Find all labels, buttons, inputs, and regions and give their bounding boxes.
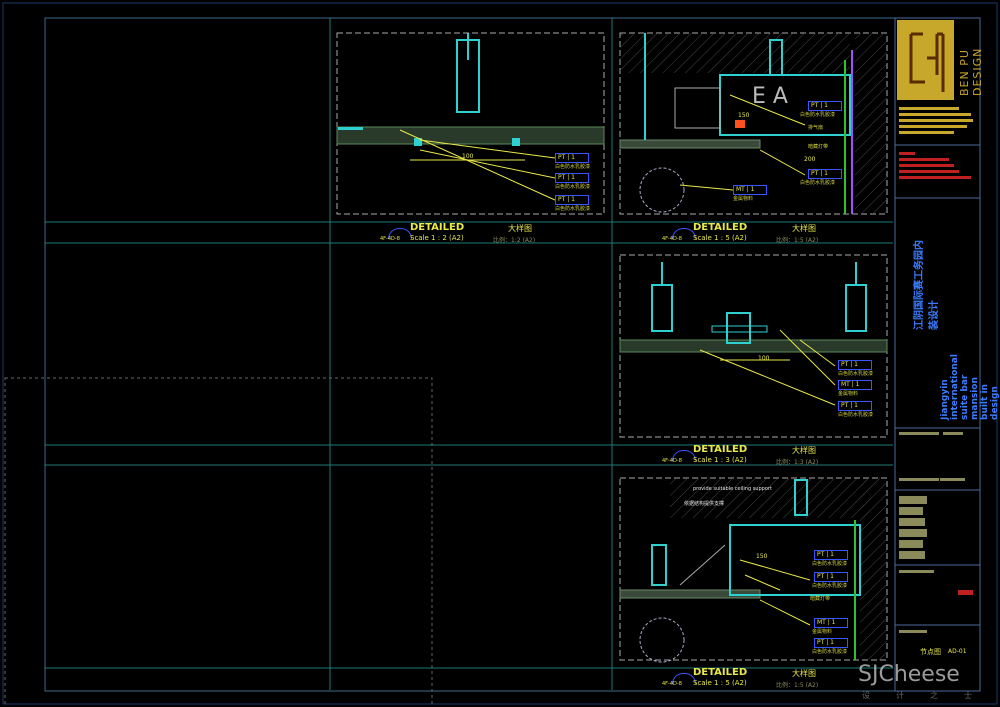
- title-block-red-notes: [899, 152, 973, 595]
- material-note: 白色防水乳胶漆: [812, 561, 848, 567]
- material-note: 白色防水乳胶漆: [812, 583, 848, 589]
- detail-ref: 4F-4D-8: [380, 236, 400, 242]
- detail-label: DETAILED: [693, 444, 748, 455]
- material-tag: PT | 1: [838, 401, 872, 411]
- material-note: 白色防水乳胶漆: [555, 164, 591, 170]
- detail-title-cn: 大样图: [792, 446, 816, 455]
- detail-4-geometry: [619, 478, 887, 663]
- material-tag: MT | 1: [838, 380, 872, 390]
- material-tag: PT | 1: [814, 572, 848, 582]
- light-note: 暗藏灯带: [810, 596, 831, 602]
- dimension-label: 100: [758, 355, 770, 362]
- material-tag: PT | 1: [555, 195, 589, 205]
- detail-title-cn: 大样图: [508, 224, 532, 233]
- brand-logo: [897, 20, 954, 100]
- material-tag: MT | 1: [733, 185, 767, 195]
- material-tag: PT | 1: [814, 638, 848, 648]
- detail-1-geometry: [336, 33, 605, 201]
- material-note: 金属物料: [838, 391, 859, 397]
- material-note: 白色防水乳胶漆: [800, 112, 836, 118]
- material-note: 金属物料: [733, 196, 754, 202]
- material-note: 白色防水乳胶漆: [838, 412, 874, 418]
- material-tag: PT | 1: [555, 153, 589, 163]
- detail-scale: Scale 1 : 2 (A2): [410, 234, 464, 242]
- dimension-label: 200: [804, 156, 816, 163]
- project-title-cn: 江阴国际赛工务园内装设计: [914, 240, 940, 330]
- dimension-label: 100: [462, 153, 474, 160]
- material-tag: PT | 1: [808, 101, 842, 111]
- detail-label: DETAILED: [693, 222, 748, 233]
- sheet-number: AD-01: [948, 648, 967, 655]
- detail-ref: 4F-4D-8: [662, 458, 682, 464]
- watermark-sub: 设计之士: [862, 691, 998, 700]
- detail-scale-cn: 比例：1:5 (A2): [776, 682, 819, 689]
- detail-scale: Scale 1 : 5 (A2): [693, 234, 747, 242]
- dimension-label: 150: [756, 553, 768, 560]
- title-block-bars: [899, 107, 973, 134]
- detail-label: DETAILED: [693, 667, 748, 678]
- title-block: [894, 17, 981, 692]
- detail-scale-cn: 比例：1:5 (A2): [776, 237, 819, 244]
- watermark: SJCheese: [858, 662, 960, 687]
- material-tag: PT | 1: [814, 550, 848, 560]
- project-title-en: Jiangyin international suite bar mansion…: [940, 354, 1000, 420]
- detail-ref: 4F-4D-8: [662, 681, 682, 687]
- support-note-cn: 依据结构提供支撑: [684, 501, 725, 507]
- material-tag: MT | 1: [814, 618, 848, 628]
- detail-title-cn: 大样图: [792, 669, 816, 678]
- detail-3-geometry: [619, 262, 888, 406]
- detail-scale: Scale 1 : 5 (A2): [693, 679, 747, 687]
- material-note: 白色防水乳胶漆: [838, 371, 874, 377]
- detail-scale: Scale 1 : 3 (A2): [693, 456, 747, 464]
- layout-grid: [45, 18, 893, 690]
- material-note: 白色防水乳胶漆: [555, 206, 591, 212]
- light-note: 暗藏灯带: [808, 144, 829, 150]
- material-note: 白色防水乳胶漆: [812, 649, 848, 655]
- dashed-region: [4, 377, 433, 707]
- detail-label: DETAILED: [410, 222, 465, 233]
- detail-scale-cn: 比例：1:3 (A2): [776, 459, 819, 466]
- material-tag: PT | 1: [808, 169, 842, 179]
- brand-name: BEN PU DESIGN: [958, 47, 984, 96]
- title-block-fields: [899, 432, 965, 633]
- drawing-name: 节点图: [920, 648, 941, 656]
- material-tag: PT | 1: [555, 173, 589, 183]
- material-tag: PT | 1: [838, 360, 872, 370]
- detail-title-cn: 大样图: [792, 224, 816, 233]
- detail-scale-cn: 比例：1:2 (A2): [493, 237, 536, 244]
- material-note: 白色防水乳胶漆: [800, 180, 836, 186]
- exhaust-label: E A: [752, 84, 788, 109]
- dimension-label: 150: [738, 112, 750, 119]
- vent-note: 排气扇: [808, 125, 824, 131]
- material-note: 金属物料: [812, 629, 833, 635]
- support-note: provide suitable ceiling support: [693, 486, 772, 492]
- detail-2-geometry: [619, 33, 887, 214]
- detail-ref: 4F-4D-8: [662, 236, 682, 242]
- material-note: 白色防水乳胶漆: [555, 184, 591, 190]
